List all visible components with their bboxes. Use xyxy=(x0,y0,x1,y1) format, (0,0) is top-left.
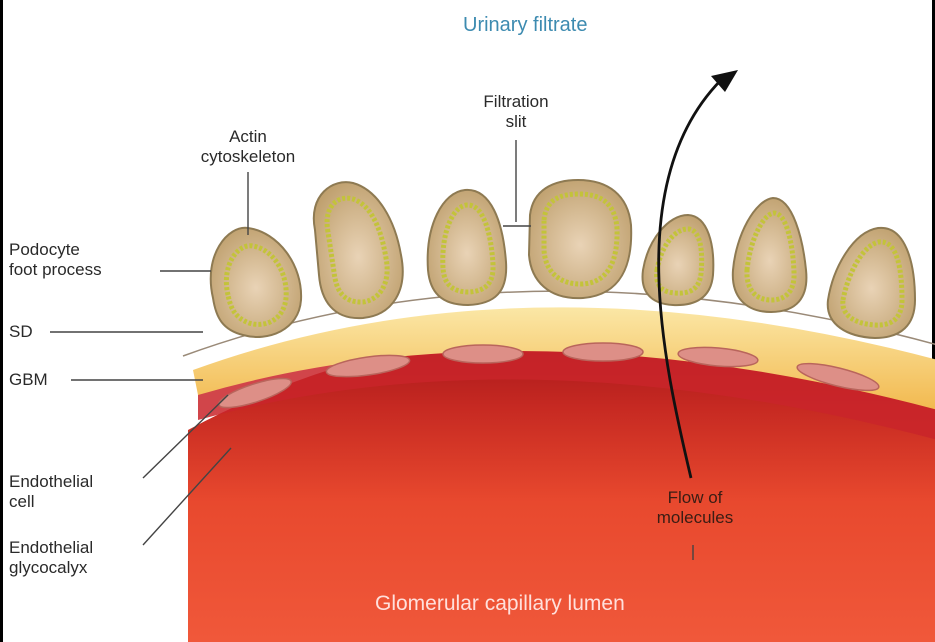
podocyte-foot-process xyxy=(733,198,807,312)
flow-of-molecules-label: Flow of molecules xyxy=(625,488,765,528)
podocyte-foot-process xyxy=(211,228,301,337)
leader-filtration-slit xyxy=(503,140,531,226)
filtration-slit-label: Filtration slit xyxy=(461,92,571,132)
glomerular-capillary-lumen-label: Glomerular capillary lumen xyxy=(375,594,625,614)
podocyte-foot-process xyxy=(828,228,915,338)
podocyte-foot-process xyxy=(314,182,403,318)
podocyte-foot-process xyxy=(428,190,507,305)
endothelial-cell-label: Endothelial cell xyxy=(9,472,93,512)
sd-label: SD xyxy=(9,322,33,342)
gbm-label: GBM xyxy=(9,370,48,390)
actin-cytoskeleton-label: Actin cytoskeleton xyxy=(183,127,313,167)
endothelial-cell xyxy=(563,343,643,361)
flow-arrowhead xyxy=(711,70,738,92)
podocyte-foot-process xyxy=(643,215,714,305)
urinary-filtrate-label: Urinary filtrate xyxy=(463,15,587,35)
podocyte-foot-process xyxy=(529,180,631,298)
endothelial-cell xyxy=(443,345,523,363)
endothelial-glycocalyx-label: Endothelial glycocalyx xyxy=(9,538,93,578)
podocyte-foot-process-label: Podocyte foot process xyxy=(9,240,102,280)
